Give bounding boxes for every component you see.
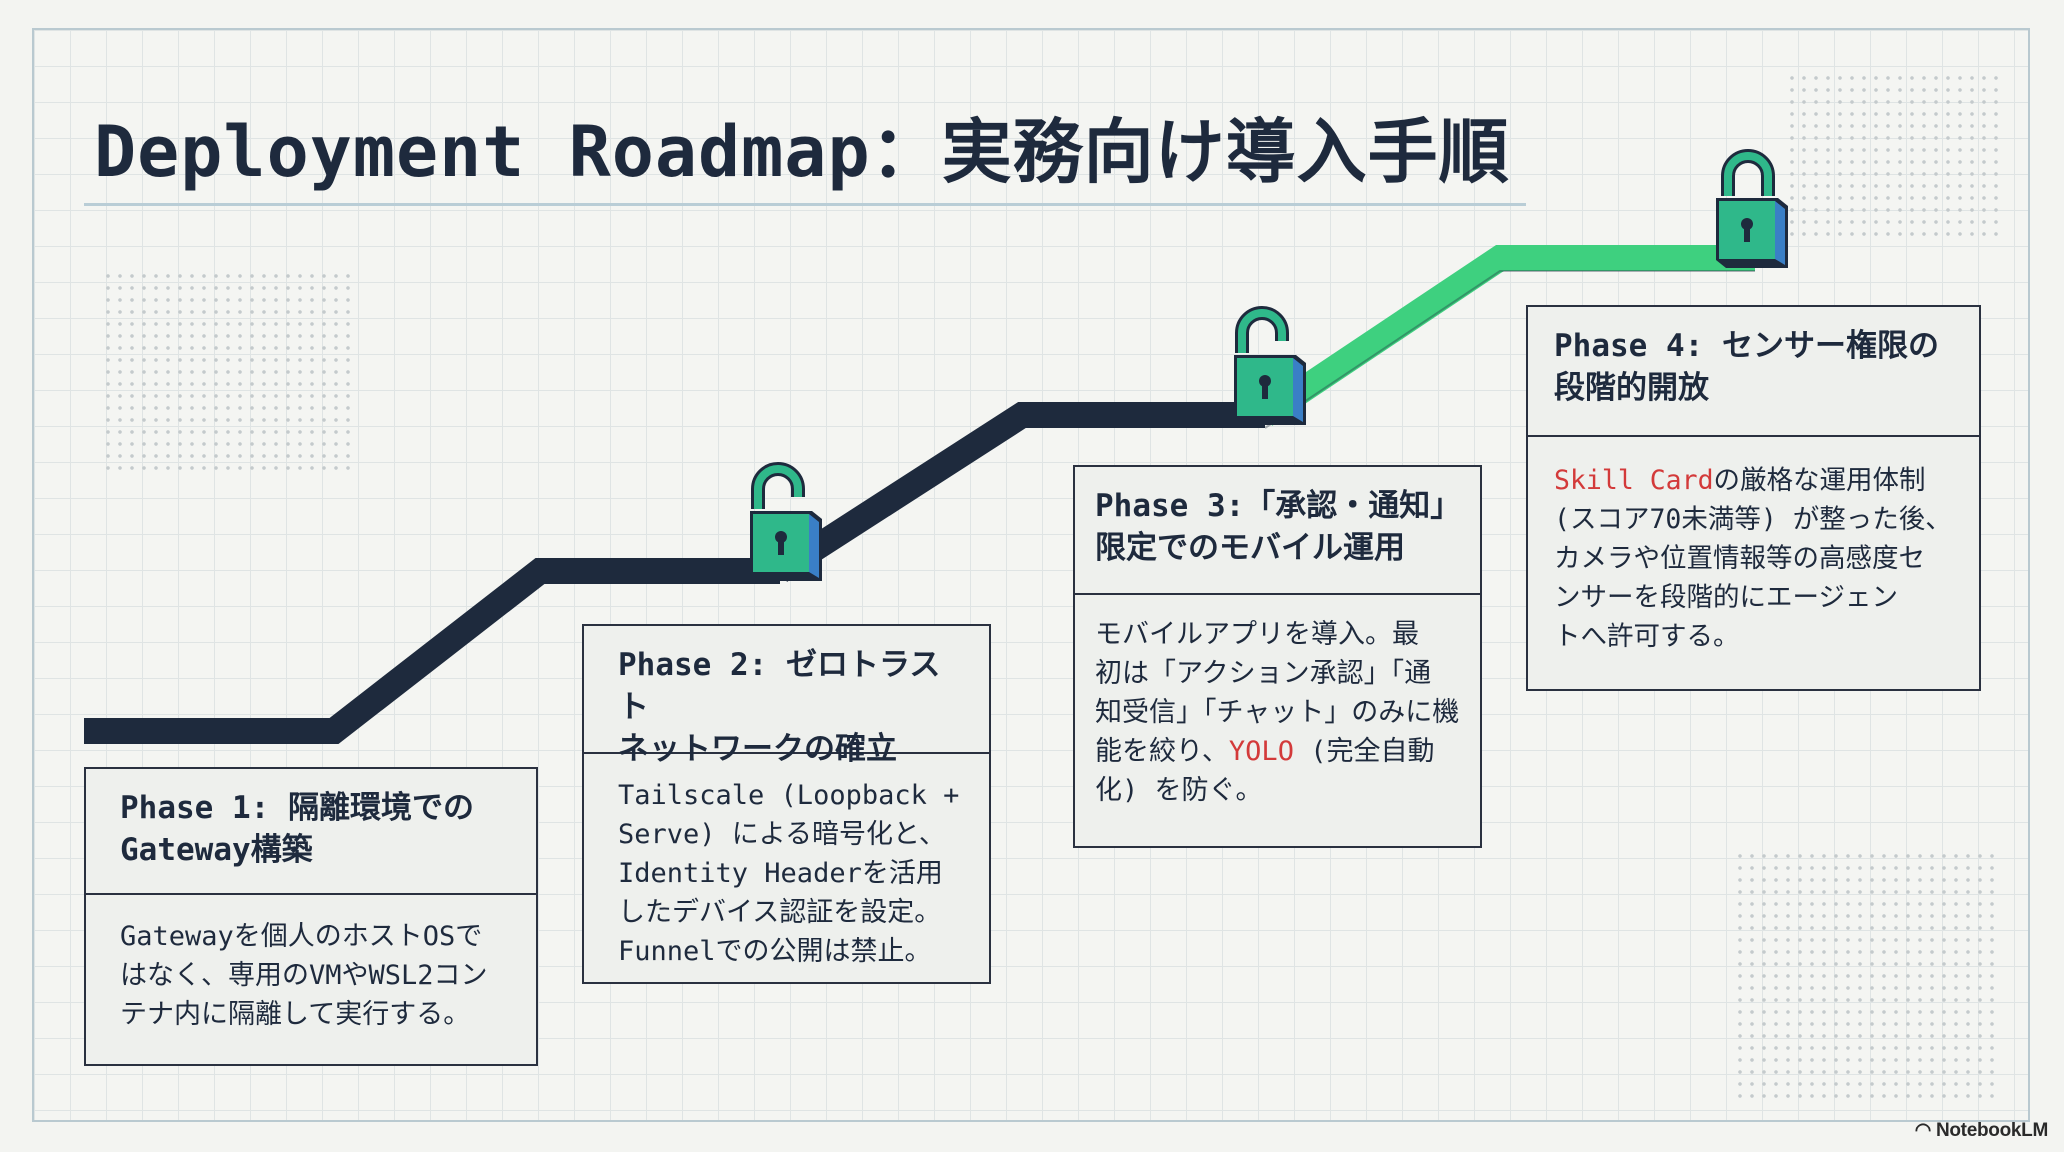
- phase-2-body-line: Identity Headerを活用: [618, 858, 943, 889]
- phase-1-body-line: はなく、専用のVMやWSL2コン: [120, 960, 488, 991]
- phase-2-body-line: Serve) による暗号化と、: [618, 819, 946, 850]
- phase-4-body-text: の厳格な運用体制: [1713, 465, 1926, 496]
- phase-2-body-line: したデバイス認証を設定。: [618, 897, 942, 928]
- phase-1-heading: Phase 1: 隔離環境での Gateway構築: [86, 769, 536, 895]
- unlocked-padlock-icon: [750, 462, 822, 581]
- phase-4-heading: Phase 4: センサー権限の 段階的開放: [1528, 307, 1979, 437]
- phase-3-body-line: モバイルアプリを導入。最: [1095, 619, 1419, 650]
- dot-pattern: [1786, 72, 2006, 240]
- phase-4-heading-line: Phase 4: センサー権限の: [1554, 328, 1939, 364]
- phase-3-heading-line: 限定でのモバイル運用: [1095, 530, 1405, 566]
- phase-2-body: Tailscale (Loopback + Serve) による暗号化と、 Id…: [584, 754, 989, 971]
- phase-2-heading-line: Phase 2: ゼロトラスト: [618, 647, 941, 725]
- phase-1-card: Phase 1: 隔離環境での Gateway構築 Gatewayを個人のホスト…: [84, 767, 538, 1066]
- phase-4-heading-line: 段階的開放: [1554, 370, 1709, 406]
- phase-3-body-line: 初は「アクション承認」「通: [1095, 658, 1432, 689]
- phase-2-heading-line: ネットワークの確立: [618, 731, 897, 767]
- phase-4-body: Skill Cardの厳格な運用体制 (スコア70未満等) が整った後、 カメラ…: [1528, 437, 1979, 656]
- yolo-highlight: YOLO: [1228, 736, 1294, 767]
- page-title: Deployment Roadmap：実務向け導入手順: [94, 111, 1510, 193]
- brand-label: NotebookLM: [1935, 1120, 2048, 1141]
- phase-4-body-line: (スコア70未満等) が整った後、: [1554, 504, 1952, 535]
- phase-1-body-line: Gatewayを個人のホストOSで: [120, 921, 483, 952]
- path-segment-green: [1257, 245, 1755, 426]
- phase-4-card: Phase 4: センサー権限の 段階的開放 Skill Cardの厳格な運用体…: [1526, 305, 1981, 691]
- phase-4-body-line: トへ許可する。: [1554, 621, 1740, 652]
- phase-4-body-line: ンサーを段階的にエージェン: [1554, 582, 1898, 613]
- phase-2-card: Phase 2: ゼロトラスト ネットワークの確立 Tailscale (Loo…: [582, 624, 991, 984]
- phase-3-body-line: 能を絞り、YOLO (完全自動: [1095, 732, 1460, 771]
- phase-2-heading: Phase 2: ゼロトラスト ネットワークの確立: [584, 626, 989, 767]
- phase-4-body-line: カメラや位置情報等の高感度セ: [1554, 543, 1925, 574]
- phase-3-body: モバイルアプリを導入。最 初は「アクション承認」「通 知受信」「チャット」のみに…: [1075, 595, 1480, 810]
- phase-1-heading-line: Phase 1: 隔離環境での: [120, 790, 474, 826]
- phase-3-card: Phase 3:「承認・通知」 限定でのモバイル運用 モバイルアプリを導入。最 …: [1073, 465, 1482, 848]
- path-segment-dark: [772, 402, 1265, 582]
- path-segment-dark: [84, 558, 780, 744]
- phase-3-body-text: (完全自動: [1293, 736, 1435, 767]
- dot-pattern: [102, 270, 354, 470]
- skill-card-highlight: Skill Card: [1554, 465, 1714, 496]
- dot-pattern: [1734, 850, 2002, 1102]
- notebooklm-logo-icon: ◠: [1914, 1120, 1936, 1141]
- unlocked-padlock-icon: [1234, 306, 1306, 425]
- phase-3-body-text: 能を絞り、: [1095, 736, 1229, 767]
- phase-3-body-line: 化) を防ぐ。: [1095, 775, 1263, 806]
- title-divider: [84, 203, 1526, 206]
- notebooklm-watermark: ◠ NotebookLM: [1914, 1119, 2049, 1142]
- phase-3-body-line: 知受信」「チャット」のみに機: [1095, 697, 1460, 728]
- locked-padlock-icon: [1716, 149, 1788, 268]
- phase-2-body-line: Funnelでの公開は禁止。: [618, 936, 932, 967]
- phase-3-heading: Phase 3:「承認・通知」 限定でのモバイル運用: [1075, 467, 1480, 595]
- phase-3-heading-line: Phase 3:「承認・通知」: [1095, 488, 1462, 524]
- phase-1-heading-line: Gateway構築: [120, 832, 313, 868]
- phase-4-body-line: Skill Cardの厳格な運用体制: [1554, 461, 1959, 500]
- phase-2-body-line: Tailscale (Loopback +: [618, 780, 960, 811]
- phase-1-body-line: テナ内に隔離して実行する。: [120, 999, 471, 1030]
- phase-1-body: Gatewayを個人のホストOSで はなく、専用のVMやWSL2コン テナ内に隔…: [86, 895, 536, 1034]
